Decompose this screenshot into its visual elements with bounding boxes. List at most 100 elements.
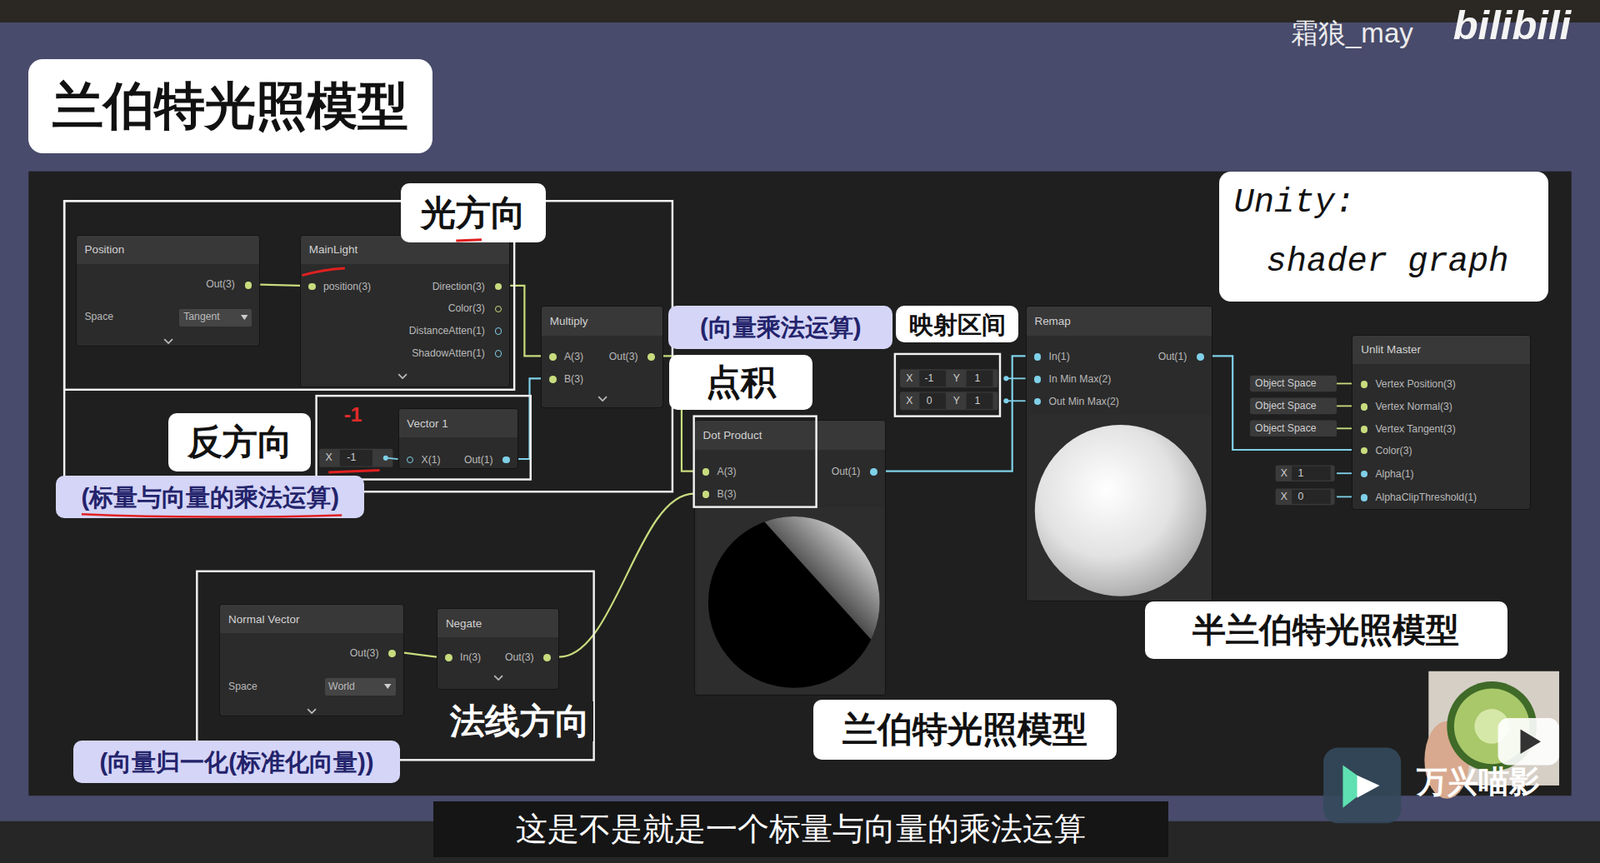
annotation-box: (标量与向量的乘法运算): [55, 475, 365, 519]
node-title: Position: [84, 243, 125, 256]
field-dot: [1003, 375, 1009, 381]
port-dot: [495, 305, 503, 314]
port-dot: [406, 456, 415, 465]
port-label: Out(1): [831, 465, 861, 478]
shader-node: Vector 1 X(1) Out(1): [398, 408, 519, 470]
node-preview: [695, 420, 887, 697]
annotation-text: (向量乘法运算): [700, 312, 862, 342]
port-dot: [1360, 447, 1369, 455]
node-title: Vector 1: [406, 417, 448, 430]
annotation-box: 点积: [669, 355, 812, 410]
port-label: Out(1): [464, 454, 494, 466]
annotation-text: 点积: [705, 361, 776, 404]
node-title: Multiply: [550, 315, 589, 328]
field-text: 1: [974, 395, 980, 407]
port-label: Out Min Max(2): [1049, 395, 1120, 408]
annotation-text: 映射区间: [909, 310, 1006, 340]
field-dot: [1003, 398, 1009, 404]
port-dot: [549, 375, 557, 384]
port-label: B(3): [717, 488, 737, 500]
port-dot: [1034, 398, 1042, 406]
node-title: Normal Vector: [228, 613, 300, 626]
collapse-chevron: [163, 338, 174, 345]
port-label: Tangent: [183, 310, 220, 323]
shader-node: PositionOut(3)SpaceTangent: [75, 235, 261, 348]
field-text: Object Space: [1255, 422, 1316, 435]
wire: [518, 378, 541, 460]
port-label: Vertex Normal(3): [1375, 400, 1452, 413]
value-field: [1250, 420, 1337, 438]
port-dot: [647, 353, 655, 361]
node-title: Remap: [1034, 315, 1070, 328]
note-text: shader graph: [1266, 242, 1510, 281]
shader-node: Normal VectorOut(3)SpaceWorld: [219, 604, 405, 717]
field-text: 1: [974, 372, 980, 385]
field-text: Y: [953, 372, 960, 385]
collapse-chevron: [397, 373, 408, 380]
port-dot: [502, 456, 510, 465]
wire: [1212, 355, 1353, 450]
field-wire: [1336, 427, 1352, 430]
port-label: World: [328, 680, 355, 693]
port-label: Direction(3): [432, 280, 485, 293]
chevron-line: [308, 709, 317, 714]
field-text: X: [905, 372, 913, 385]
port-dot: [549, 353, 557, 361]
app-logo: [1323, 748, 1401, 825]
subtitle: 这是不是就是一个标量与向量的乘法运算: [515, 810, 1086, 850]
subtitle-box: 这是不是就是一个标量与向量的乘法运算: [433, 801, 1169, 857]
red-underline: [328, 470, 380, 473]
shader-node: MainLight position(3) Direction(3) Color(3)…: [300, 235, 510, 389]
collapse-chevron: [493, 675, 504, 681]
field-text: 0: [1298, 490, 1305, 503]
play-icon: [1498, 718, 1560, 765]
chevron-line: [164, 340, 173, 345]
port-dot: [702, 490, 710, 499]
shader-node: MultiplyA(3)B(3)Out(3): [540, 305, 664, 408]
port-dot: [1034, 375, 1042, 384]
port-label: A(3): [564, 350, 584, 363]
port-label: A(3): [717, 465, 737, 478]
wire: [260, 285, 300, 286]
value-field: [1250, 375, 1337, 393]
port-dot: [495, 283, 503, 291]
annotation-text: 兰伯特光照模型: [842, 709, 1088, 751]
port-label: Vertex Position(3): [1375, 378, 1456, 390]
port-label: AlphaClipThreshold(1): [1375, 491, 1477, 504]
port-dot: [1360, 425, 1369, 434]
port-label: position(3): [323, 280, 371, 293]
annotation-text: (向量归一化(标准化向量)): [100, 747, 375, 777]
annotation-box: 光方向: [400, 183, 546, 243]
port-dot: [1034, 353, 1042, 361]
port-dot: [1360, 403, 1369, 411]
port-dot: [388, 650, 396, 658]
wire: [885, 355, 1026, 471]
node-title: MainLight: [309, 243, 358, 256]
port-dot: [245, 281, 253, 290]
note-text: Unity:: [1233, 183, 1355, 222]
port-label: Space: [84, 310, 114, 323]
port-label: ShadowAtten(1): [411, 347, 485, 360]
group-outline: [316, 395, 531, 480]
red-underline: [455, 240, 482, 241]
port-label: B(3): [564, 373, 584, 385]
port-label: DistanceAtten(1): [409, 325, 485, 337]
field-text: -1: [924, 372, 934, 385]
port-label: In(1): [1049, 350, 1070, 363]
preview-ground: [1028, 414, 1211, 601]
value-box: [1291, 466, 1331, 481]
annotation-text: 反方向: [187, 421, 293, 464]
port-dot: [543, 654, 551, 662]
port-label: Out(1): [1158, 350, 1188, 363]
port-label: X(1): [420, 454, 440, 466]
value-field: [1275, 489, 1335, 506]
dropdown-arrow: [240, 315, 249, 320]
value-box: [1291, 490, 1331, 505]
handwritten-mark: -1: [344, 403, 363, 427]
field-text: X: [1280, 490, 1288, 503]
port-label: Color(3): [448, 302, 485, 315]
value-field: [1275, 465, 1335, 482]
port-dot: [495, 350, 503, 358]
